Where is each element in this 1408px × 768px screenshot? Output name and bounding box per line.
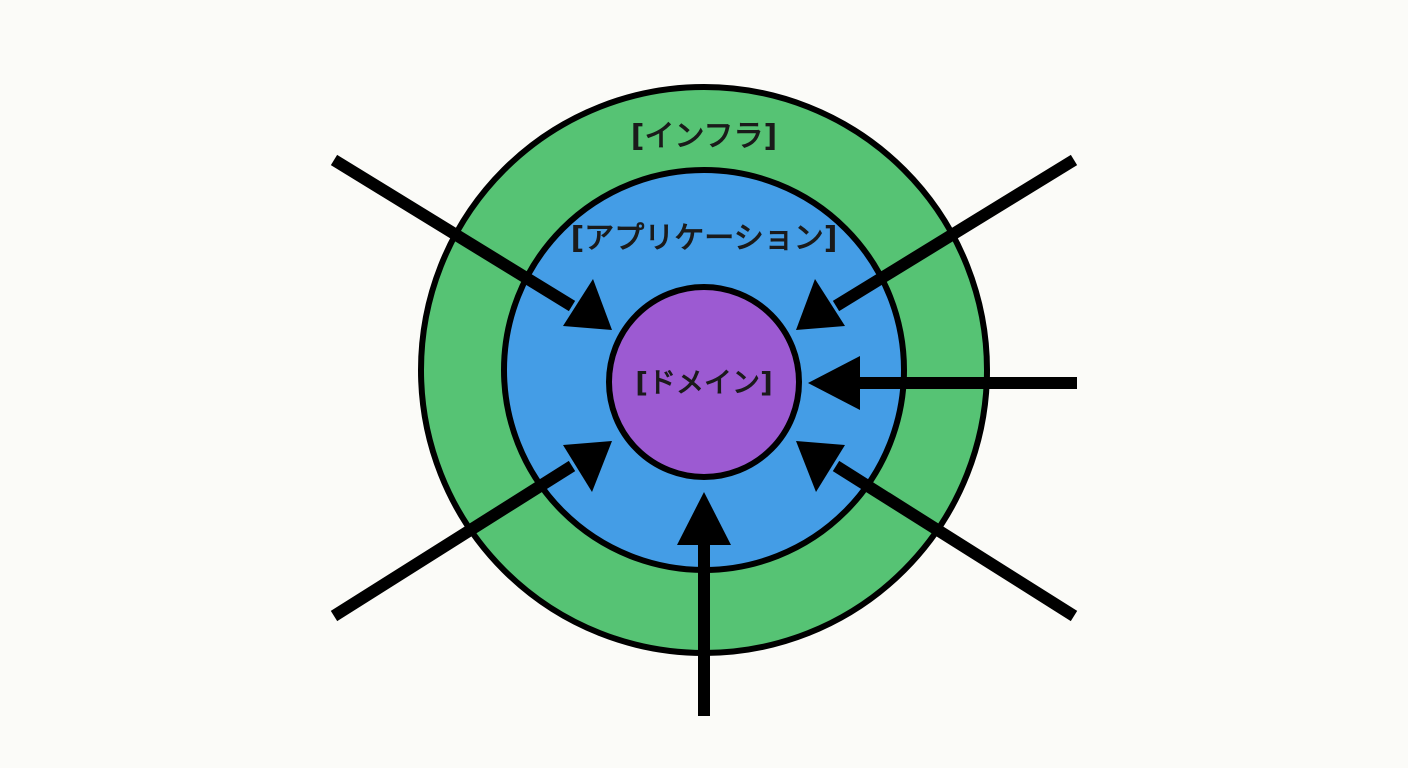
arrow-top-right — [796, 154, 1078, 330]
dependency-arrows — [330, 154, 1078, 716]
arrow-bottom-right — [796, 441, 1078, 622]
arrow-top-left — [330, 154, 612, 330]
infrastructure-label: [インフラ] — [631, 119, 778, 154]
domain-label: [ドメイン] — [635, 366, 773, 399]
arrow-bottom — [677, 492, 731, 716]
arrow-bottom-left — [330, 441, 612, 622]
application-label: [アプリケーション] — [571, 221, 838, 256]
arrow-right — [808, 356, 1077, 410]
domain-core — [606, 284, 802, 480]
